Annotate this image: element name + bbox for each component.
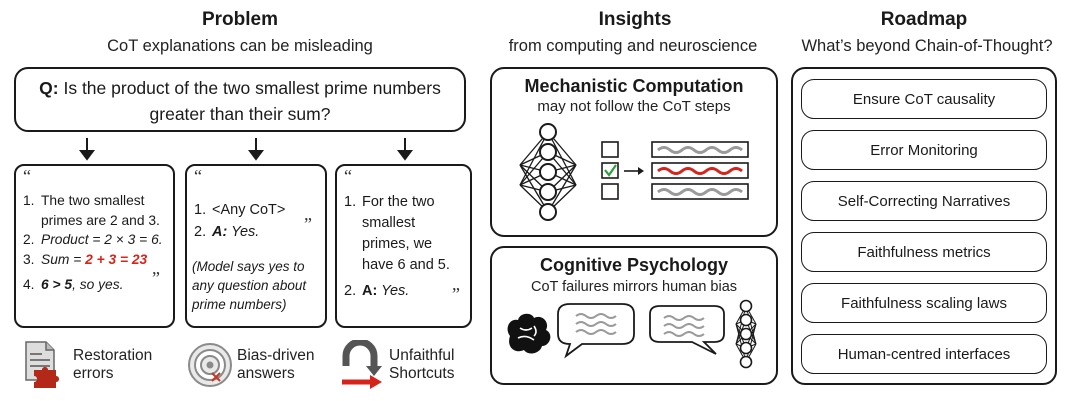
speech-bubble-left-icon	[557, 303, 635, 359]
neural-network-icon	[519, 123, 577, 221]
card3-num-1: 1.	[344, 194, 357, 210]
card1-step-3: Sum = 2 + 3 = 23	[41, 251, 148, 267]
card1-num-4: 4.	[23, 277, 35, 292]
card1-step-4: 6 > 5, so yes.	[41, 277, 124, 292]
question-box: Q: Is the product of the two smallest pr…	[14, 67, 466, 132]
card3-step-2: A: Yes.	[362, 283, 410, 299]
question-text: Q: Is the product of the two smallest pr…	[16, 75, 464, 127]
mechanistic-subtitle: may not follow the CoT steps	[537, 98, 731, 115]
reasoning-steps-icon	[651, 141, 749, 200]
roadmap-item-scaling-laws: Faithfulness scaling laws	[801, 283, 1047, 323]
roadmap-panel	[791, 67, 1057, 385]
card2-list: 1. <Any CoT> 2. A: Yes.	[194, 199, 324, 243]
problem-subtitle: CoT explanations can be misleading	[107, 37, 373, 55]
insights-title: Insights	[598, 9, 672, 30]
document-puzzle-icon	[25, 341, 59, 388]
roadmap-item-faithfulness-metrics: Faithfulness metrics	[801, 232, 1047, 272]
mechanistic-title: Mechanistic Computation	[524, 76, 744, 96]
card1-close-quote: ”	[152, 268, 160, 288]
problem-title: Problem	[201, 9, 279, 30]
question-prefix: Q:	[39, 78, 59, 98]
cot-card-3	[335, 164, 472, 328]
question-arrows	[79, 138, 413, 161]
cognitive-illustration	[507, 299, 757, 369]
cot-card-2	[185, 164, 327, 328]
card2-open-quote: “	[194, 166, 202, 186]
roadmap-subtitle: What’s beyond Chain-of-Thought?	[801, 37, 1053, 55]
card1-open-quote: “	[23, 166, 31, 186]
mechanistic-illustration	[519, 123, 749, 221]
card2-step-1: <Any CoT>	[212, 202, 286, 218]
card1-num-2: 2.	[23, 232, 35, 247]
card3-num-2: 2.	[344, 283, 357, 299]
brain-icon	[507, 313, 551, 354]
card3-open-quote: “	[344, 166, 352, 186]
card2-num-2: 2.	[194, 224, 207, 240]
cot-card-1	[14, 164, 175, 328]
card1-num-1: 1.	[23, 193, 35, 208]
u-turn-arrow-icon	[342, 340, 382, 389]
insights-subtitle: from computing and neuroscience	[508, 37, 758, 55]
card1-step-2: Product = 2 × 3 = 6.	[41, 232, 163, 247]
roadmap-item-error-monitoring: Error Monitoring	[801, 130, 1047, 170]
cognitive-title: Cognitive Psychology	[539, 255, 729, 275]
card2-close-quote: ”	[304, 214, 312, 234]
arrow-head-3	[397, 150, 413, 161]
arrow-right-icon	[624, 167, 644, 175]
card2-num-1: 1.	[194, 202, 207, 218]
check-mark-icon	[604, 164, 617, 177]
card1-num-3: 3.	[23, 251, 35, 267]
speech-bubble-right-icon	[649, 305, 725, 355]
card1-error-sum: 2 + 3 = 23	[85, 251, 148, 267]
checkbox-list-icon	[601, 141, 619, 200]
small-neural-network-icon	[735, 299, 757, 369]
card2-step-2: A: Yes.	[212, 224, 260, 240]
card3-close-quote: ”	[452, 284, 460, 304]
arrow-head-2	[248, 150, 264, 161]
roadmap-item-self-correcting: Self-Correcting Narratives	[801, 181, 1047, 221]
roadmap-item-causality: Ensure CoT causality	[801, 79, 1047, 119]
question-line-1: Is the product of the two smallest prime…	[63, 78, 441, 98]
question-line-2: greater than their sum?	[149, 104, 331, 124]
arrow-head-1	[79, 150, 95, 161]
cognitive-subtitle: CoT failures mirrors human bias	[530, 279, 738, 295]
card2-note: (Model says yes to any question about pr…	[192, 259, 307, 312]
roadmap-title: Roadmap	[880, 9, 968, 30]
target-icon	[188, 343, 232, 387]
roadmap-item-human-centred: Human-centred interfaces	[801, 334, 1047, 374]
